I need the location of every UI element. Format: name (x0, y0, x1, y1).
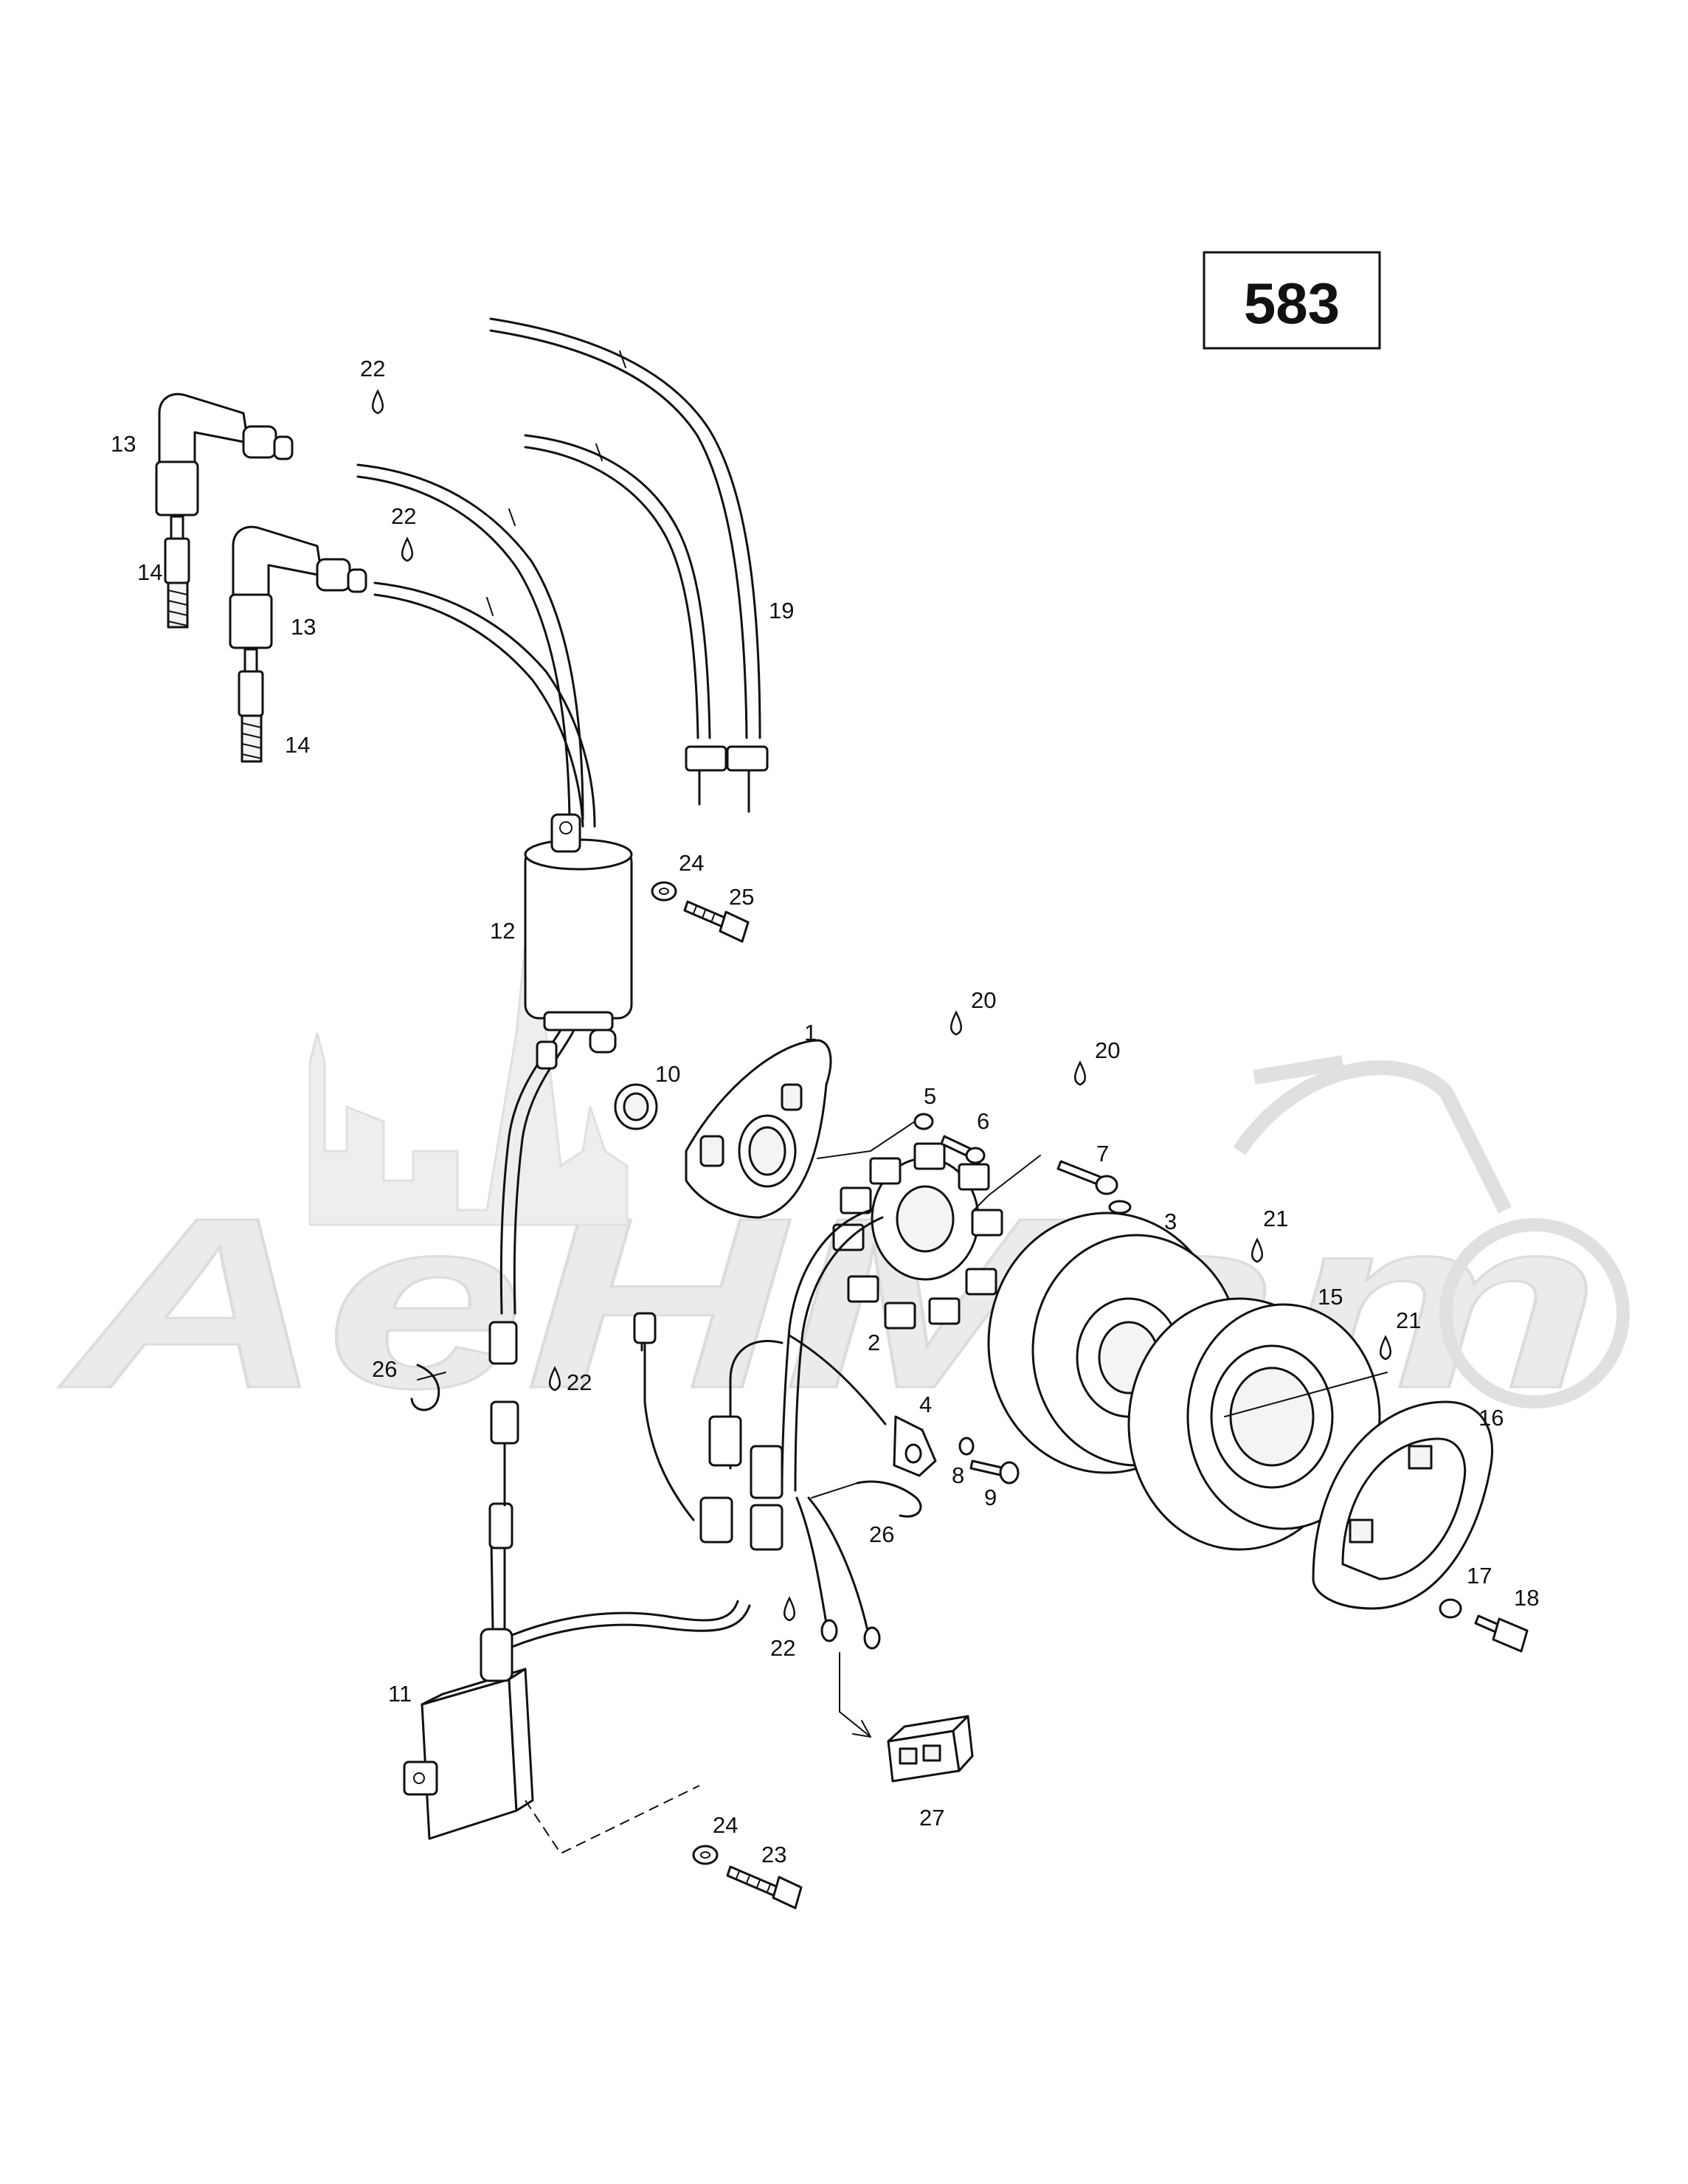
part-24-washer-upper (651, 881, 677, 902)
part-26-cable-tie-center (811, 1480, 922, 1518)
part-12-ignition-coil (356, 463, 633, 1315)
left-connector-pair (488, 1321, 519, 1507)
part-1-trigger-plate (685, 1039, 832, 1219)
callout-10: 10 (655, 1061, 680, 1087)
callout-13a: 13 (111, 431, 136, 457)
callout-14b: 14 (285, 732, 310, 758)
callout-24b: 24 (713, 1812, 738, 1838)
callout-22c: 22 (567, 1369, 592, 1395)
model-box-label: 583 (1244, 271, 1340, 336)
part-13-spark-plug-cap-upper (155, 393, 294, 516)
watermark-wheel-icon (1439, 1218, 1630, 1409)
callout-14a: 14 (137, 559, 162, 585)
callout-27: 27 (919, 1805, 944, 1831)
callout-13b: 13 (291, 614, 316, 640)
grease-drop-icon (549, 1366, 561, 1392)
part-4-trigger-sensor (893, 1415, 937, 1477)
part-15-starter-ring (1127, 1297, 1388, 1551)
callout-3: 3 (1164, 1209, 1177, 1234)
callout-18: 18 (1514, 1585, 1539, 1611)
part-14-spark-plug-lower (238, 648, 264, 763)
part-25-screw (683, 900, 750, 943)
callout-22d: 22 (770, 1635, 795, 1661)
callout-17: 17 (1467, 1563, 1492, 1589)
part-6-screw (940, 1135, 986, 1164)
grease-drop-icon (401, 536, 413, 562)
callout-1: 1 (804, 1020, 817, 1046)
watermark-skyline-icon (308, 885, 629, 1226)
grease-drop-icon (1074, 1060, 1086, 1086)
stator-harness (633, 1312, 887, 1738)
watermark-motorcycle-icon (1233, 1055, 1512, 1214)
callout-24a: 24 (679, 850, 704, 876)
part-7-screw (973, 1155, 1118, 1211)
grease-drop-icon (372, 389, 384, 415)
part-8-washer (958, 1437, 975, 1456)
callout-15: 15 (1318, 1284, 1343, 1310)
callout-21b: 21 (1396, 1307, 1421, 1333)
grease-drop-icon (1380, 1335, 1391, 1361)
callout-4: 4 (919, 1392, 932, 1417)
callout-22b: 22 (391, 503, 416, 529)
part-11-cdi-module (403, 1502, 751, 1840)
callout-11: 11 (388, 1681, 412, 1707)
callout-16: 16 (1478, 1405, 1504, 1431)
callout-2: 2 (868, 1330, 880, 1355)
callout-25: 25 (729, 884, 754, 910)
callout-9: 9 (984, 1485, 997, 1510)
grease-drop-icon (784, 1596, 795, 1622)
callout-26b: 26 (869, 1521, 894, 1547)
watermark: AeHMam (54, 885, 1630, 1440)
part-17-washer (1439, 1598, 1462, 1619)
part-10-grommet (614, 1083, 658, 1130)
part-9-screw (969, 1459, 1020, 1485)
part-24-washer-lower (692, 1845, 719, 1865)
part-14-spark-plug-upper (164, 515, 190, 629)
callout-6: 6 (977, 1108, 989, 1134)
part-19-ignition-wires (489, 317, 769, 813)
callout-21a: 21 (1263, 1206, 1288, 1231)
callout-19: 19 (769, 598, 794, 623)
grease-drop-icon (1251, 1237, 1263, 1263)
part-18-screw (1474, 1614, 1529, 1653)
callout-20a: 20 (971, 987, 996, 1013)
part-27-connector (887, 1715, 974, 1783)
callout-8: 8 (952, 1462, 964, 1488)
part-23-screw (726, 1865, 803, 1910)
callout-12: 12 (490, 918, 515, 944)
callout-26a: 26 (372, 1356, 397, 1382)
model-box: 583 (1203, 251, 1381, 350)
part-26-cable-tie-left (410, 1364, 446, 1411)
callout-22a: 22 (360, 356, 385, 381)
part-2-stator (781, 1142, 1003, 1492)
grease-drop-icon (950, 1010, 962, 1036)
callout-7: 7 (1096, 1141, 1109, 1167)
callout-20b: 20 (1095, 1037, 1120, 1063)
part-16-starter-cup (1312, 1400, 1493, 1610)
callout-5: 5 (924, 1083, 936, 1109)
callout-23: 23 (761, 1842, 786, 1867)
part-13-spark-plug-cap-lower (229, 525, 367, 649)
part-5-washer (817, 1113, 934, 1159)
cdi-mounting-line (525, 1785, 700, 1855)
